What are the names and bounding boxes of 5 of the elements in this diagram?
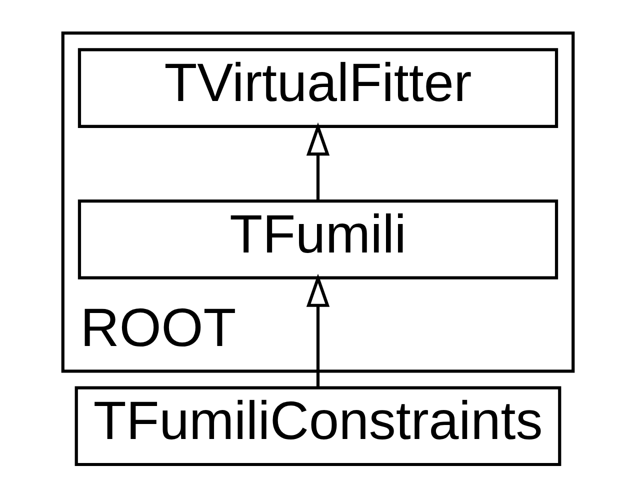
arrow <box>306 274 330 388</box>
node-box: TVirtualFitter <box>78 48 558 128</box>
node-box: TFumili <box>78 200 558 280</box>
arrow <box>306 122 330 201</box>
node-box: TFumiliConstraints <box>74 386 562 466</box>
